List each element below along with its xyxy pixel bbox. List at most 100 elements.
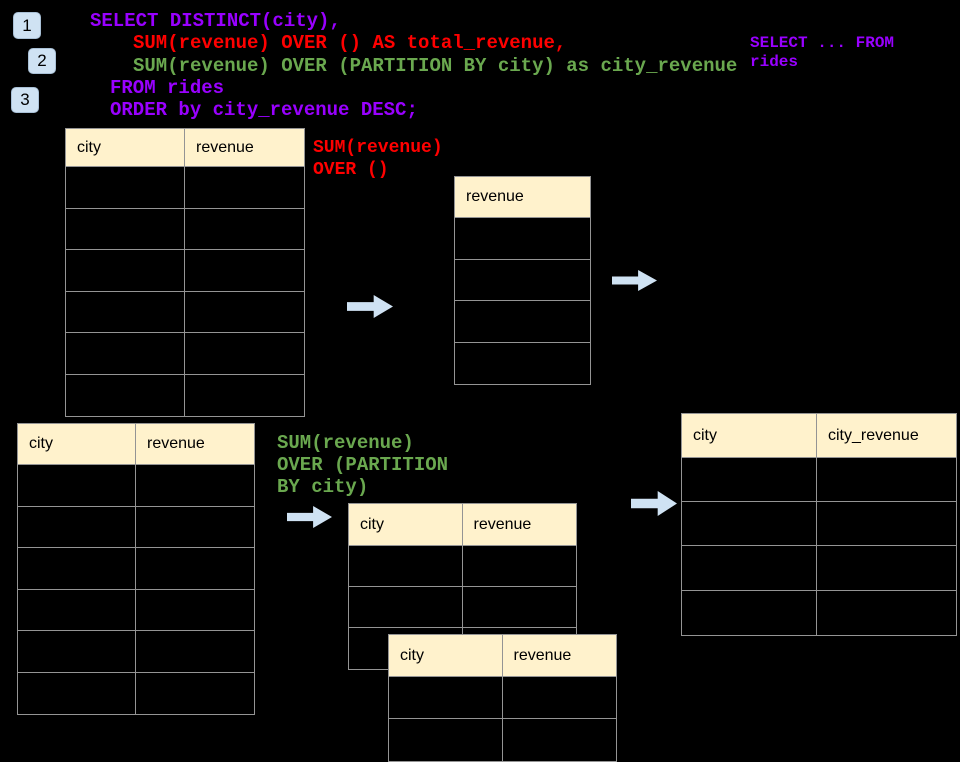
empty-row [682,546,956,591]
empty-cell [66,208,185,249]
empty-cell [185,209,304,250]
text-line: SUM(revenue) [313,138,443,158]
column-header: revenue [462,504,576,545]
empty-row [349,546,576,587]
empty-row [682,502,956,547]
sql-line-from: FROM rides [110,77,225,99]
empty-row [66,167,304,209]
empty-cell [136,590,254,631]
empty-cell [389,677,503,718]
empty-cell [18,631,136,672]
sql-line-order: ORDER by city_revenue DESC; [110,99,418,121]
empty-cell [18,589,136,630]
step-badge-2: 2 [28,48,56,74]
annotation-sum-over-total: SUM(revenue)OVER () [313,137,443,181]
sql-line-select: SELECT DISTINCT(city), [90,10,341,32]
empty-cell [817,502,956,545]
empty-row [18,589,254,631]
step-badge-3: 3 [11,87,39,113]
right-arrow-icon [287,506,332,528]
sql-line-partition: SUM(revenue) OVER (PARTITION BY city) as… [133,55,738,77]
empty-cell [66,374,185,416]
empty-row [66,250,304,292]
empty-row [389,677,616,719]
empty-cell [682,502,817,546]
empty-cell [503,677,617,718]
text-line: OVER () [313,160,389,180]
empty-cell [185,375,304,417]
empty-row [455,301,590,343]
empty-row [455,260,590,301]
empty-cell [455,260,590,301]
empty-cell [66,291,185,332]
empty-cell [817,458,956,501]
empty-row [682,590,956,635]
empty-cell [349,587,463,627]
empty-cell [66,250,185,291]
text-line: rides [750,53,799,71]
empty-cell [18,548,136,589]
empty-cell [136,631,254,672]
text-line: SELECT ... FROM [750,34,895,52]
empty-cell [136,548,254,589]
table-total-revenue: revenue [454,176,591,385]
empty-cell [18,672,136,714]
empty-cell [185,292,304,333]
empty-cell [817,546,956,589]
header-row: revenue [455,177,590,218]
empty-cell [682,546,817,590]
empty-cell [18,506,136,547]
column-header: revenue [455,177,590,217]
empty-cell [349,546,463,586]
empty-cell [136,507,254,548]
empty-cell [455,301,590,342]
empty-row [18,672,254,715]
column-header: city [349,504,463,545]
diagram-canvas: { "colors": { "background": "#000000", "… [11,10,957,762]
empty-row [349,587,576,628]
right-arrow-icon [612,270,657,291]
column-header: city [682,414,817,457]
empty-cell [503,719,617,761]
empty-cell [66,333,185,374]
column-header: revenue [502,635,616,676]
empty-cell [682,590,817,635]
text-line: SUM(revenue) [277,432,414,454]
column-header: city [66,129,185,166]
empty-cell [185,167,304,208]
empty-cell [455,343,590,385]
empty-row [455,343,590,385]
empty-row [18,506,254,548]
column-header: city_revenue [817,414,956,457]
empty-row [66,208,304,250]
text-line: OVER (PARTITION [277,454,449,476]
empty-cell [185,250,304,291]
column-header: city [389,635,503,676]
sql-line-total: SUM(revenue) OVER () AS total_revenue, [133,32,567,54]
empty-cell [389,719,503,761]
empty-row [389,719,616,761]
empty-row [18,548,254,590]
right-arrow-icon [631,491,677,516]
empty-cell [136,465,254,506]
empty-cell [18,465,136,506]
empty-cell [185,333,304,374]
column-header: revenue [185,129,304,166]
empty-cell [136,673,254,715]
empty-cell [66,167,185,208]
empty-row [18,631,254,673]
right-arrow-icon [347,295,393,318]
empty-row [66,374,304,417]
